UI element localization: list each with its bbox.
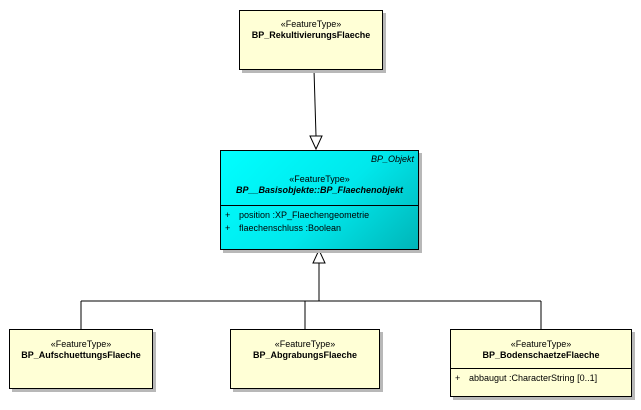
class-bp-aufschuettungsflaeche[interactable]: «FeatureType» BP_AufschuettungsFlaeche (9, 329, 153, 389)
class-stereotype: «FeatureType» (274, 339, 336, 349)
attribute-compartment: + position :XP_Flaechengeometrie + flaeche… (221, 205, 418, 235)
class-stereotype: «FeatureType» (50, 339, 112, 349)
class-bp-bodenschaetzeflaeche[interactable]: «FeatureType» BP_BodenschaetzeFlaeche + a… (450, 329, 632, 397)
class-stereotype: «FeatureType» (510, 339, 572, 349)
attribute-visibility: + (455, 373, 461, 383)
attribute-flaechenschluss[interactable]: + flaechenschluss :Boolean (221, 222, 418, 235)
attribute-text: flaechenschluss :Boolean (239, 223, 342, 233)
class-namespace: BP_Objekt (370, 154, 414, 164)
attribute-visibility: + (225, 223, 231, 233)
attribute-text: position :XP_Flaechengeometrie (239, 210, 370, 220)
class-bp-rekultivierungsflaeche[interactable]: «FeatureType» BP_RekultivierungsFlaeche (239, 10, 383, 70)
generalization-line-rekultivierung[interactable] (313, 69, 317, 137)
class-name: BP_AufschuettungsFlaeche (21, 350, 141, 360)
attribute-text: abbaugut :CharacterString [0..1] (469, 373, 598, 383)
class-name: BP_BodenschaetzeFlaeche (482, 350, 600, 360)
attribute-compartment: + abbaugut :CharacterString [0..1] (451, 368, 631, 385)
class-stereotype: «FeatureType» (289, 174, 350, 184)
class-bp-abgrabungsflaeche[interactable]: «FeatureType» BP_AbgrabungsFlaeche (230, 329, 380, 389)
class-name: BP_AbgrabungsFlaeche (252, 350, 358, 360)
class-bp-flaechenobjekt[interactable]: BP_Objekt «FeatureType» BP__Basisobjekte… (220, 150, 419, 250)
generalization-arrowhead-top (309, 135, 323, 151)
attribute-abbaugut[interactable]: + abbaugut :CharacterString [0..1] (451, 372, 631, 385)
generalization-arrowhead-bottom (312, 248, 326, 264)
class-stereotype: «FeatureType» (280, 19, 342, 29)
class-name: BP__Basisobjekte::BP_Flaechenobjekt (235, 185, 404, 195)
attribute-visibility: + (225, 210, 231, 220)
class-name: BP_RekultivierungsFlaeche (251, 30, 371, 40)
attribute-position[interactable]: + position :XP_Flaechengeometrie (221, 209, 418, 222)
